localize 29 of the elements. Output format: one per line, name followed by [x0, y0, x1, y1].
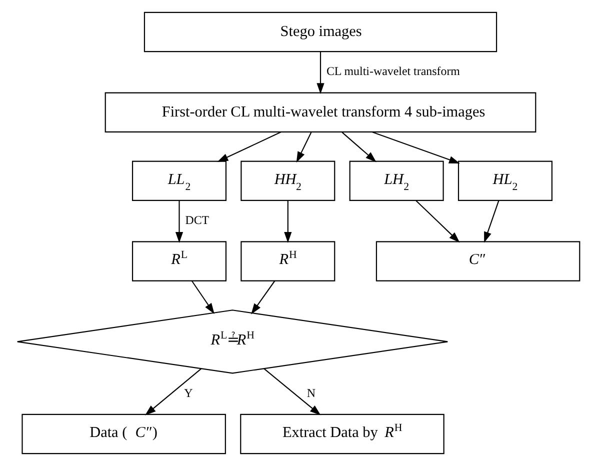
arrow — [372, 132, 460, 164]
arrow — [484, 200, 500, 243]
node-box: R$^{L}$ — [132, 241, 227, 282]
node-box: HH$_{2}$ — [240, 160, 336, 201]
node-diamond: R$^{L}$≟R$^{H}$ — [16, 310, 448, 374]
arrow — [251, 280, 276, 314]
node-box: Data ( C″) — [22, 414, 226, 454]
node-box: Stego images — [144, 12, 498, 52]
arrow — [284, 200, 292, 243]
node-box: R$^{H}$ — [240, 241, 336, 282]
edge-label: N — [306, 386, 316, 400]
arrow — [264, 368, 321, 416]
node-box: LH$_{2}$ — [349, 160, 444, 201]
arrow — [175, 200, 184, 243]
arrow — [217, 132, 282, 162]
node-box: C″ — [376, 241, 580, 282]
arrow — [144, 368, 202, 416]
arrow — [191, 280, 214, 314]
node-box: First-order CL multi-wavelet transform 4 sub-images — [104, 92, 536, 132]
node-box: Extract Data by R$^{H}$ — [240, 414, 444, 454]
arrow — [296, 132, 312, 163]
arrow — [416, 200, 460, 243]
arrow — [316, 52, 324, 94]
edge-label: CL multi-wavelet transform — [326, 64, 460, 78]
edge-label: DCT — [185, 213, 210, 228]
node-box: LL$_{2}$ — [132, 160, 227, 201]
node-box: HL$_{2}$ — [458, 160, 552, 201]
edge-label: Y — [184, 386, 193, 400]
arrow — [342, 132, 376, 162]
